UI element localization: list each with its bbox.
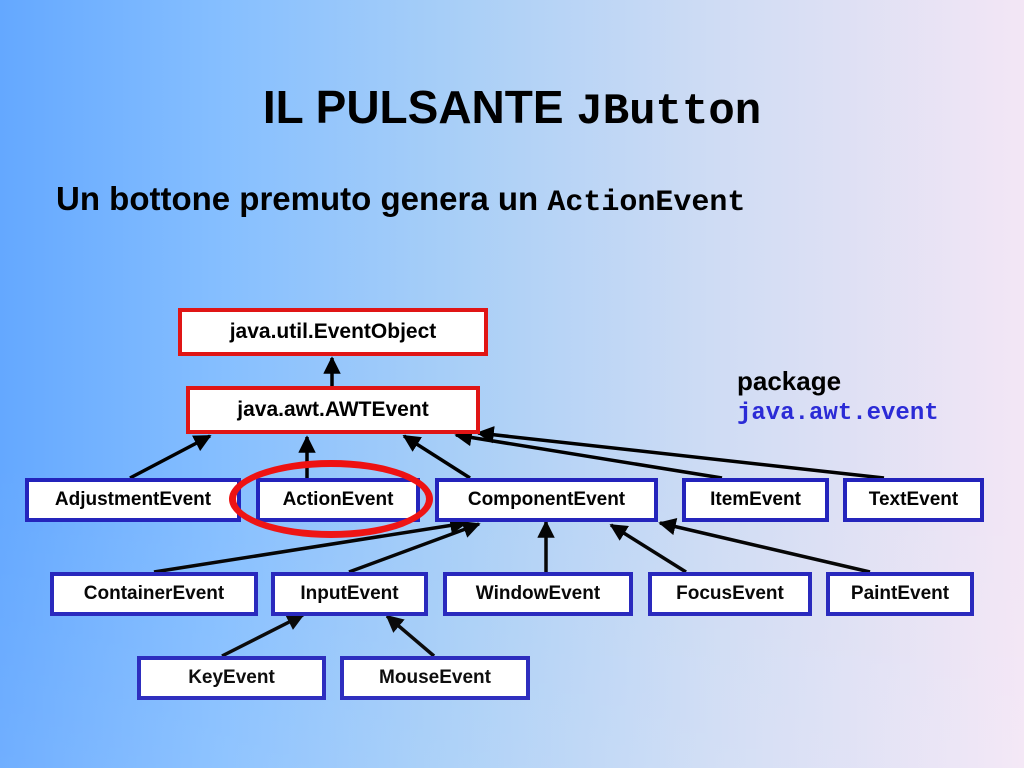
title-code: JButton — [576, 87, 762, 137]
box-input-event: InputEvent — [271, 572, 428, 616]
arrow-adjustment-awtevent — [129, 434, 212, 480]
arrow-focus-component — [609, 523, 687, 574]
arrow-item-awtevent — [454, 428, 723, 480]
box-mouse-event: MouseEvent — [340, 656, 530, 700]
package-name: java.awt.event — [737, 400, 939, 427]
arrow-mouse-input — [385, 614, 436, 658]
box-item-event: ItemEvent — [682, 478, 829, 522]
box-paint-event: PaintEvent — [826, 572, 974, 616]
arrow-paint-component — [658, 518, 871, 574]
box-key-event: KeyEvent — [137, 656, 326, 700]
arrow-key-input — [221, 613, 305, 658]
subtitle-code: ActionEvent — [547, 186, 746, 220]
box-container-event: ContainerEvent — [50, 572, 258, 616]
box-adjustment-event: AdjustmentEvent — [25, 478, 241, 522]
box-java-util-eventobject: java.util.EventObject — [178, 308, 488, 356]
title-text: IL PULSANTE — [262, 81, 577, 133]
arrow-input-component — [348, 521, 481, 574]
box-focus-event: FocusEvent — [648, 572, 812, 616]
package-label: package — [737, 366, 842, 396]
box-text-event: TextEvent — [843, 478, 984, 522]
action-event-highlight-circle — [229, 460, 433, 538]
arrow-container-component — [153, 516, 468, 574]
box-java-awt-awtevent: java.awt.AWTEvent — [186, 386, 480, 434]
arrow-text-awtevent — [476, 426, 885, 480]
slide-title: IL PULSANTE JButton — [0, 80, 1024, 137]
arrow-component-awtevent — [402, 434, 471, 480]
subtitle-text: Un bottone premuto genera un — [56, 180, 548, 217]
box-component-event: ComponentEvent — [435, 478, 658, 522]
box-window-event: WindowEvent — [443, 572, 633, 616]
slide-subtitle: Un bottone premuto genera un ActionEvent — [56, 180, 745, 220]
